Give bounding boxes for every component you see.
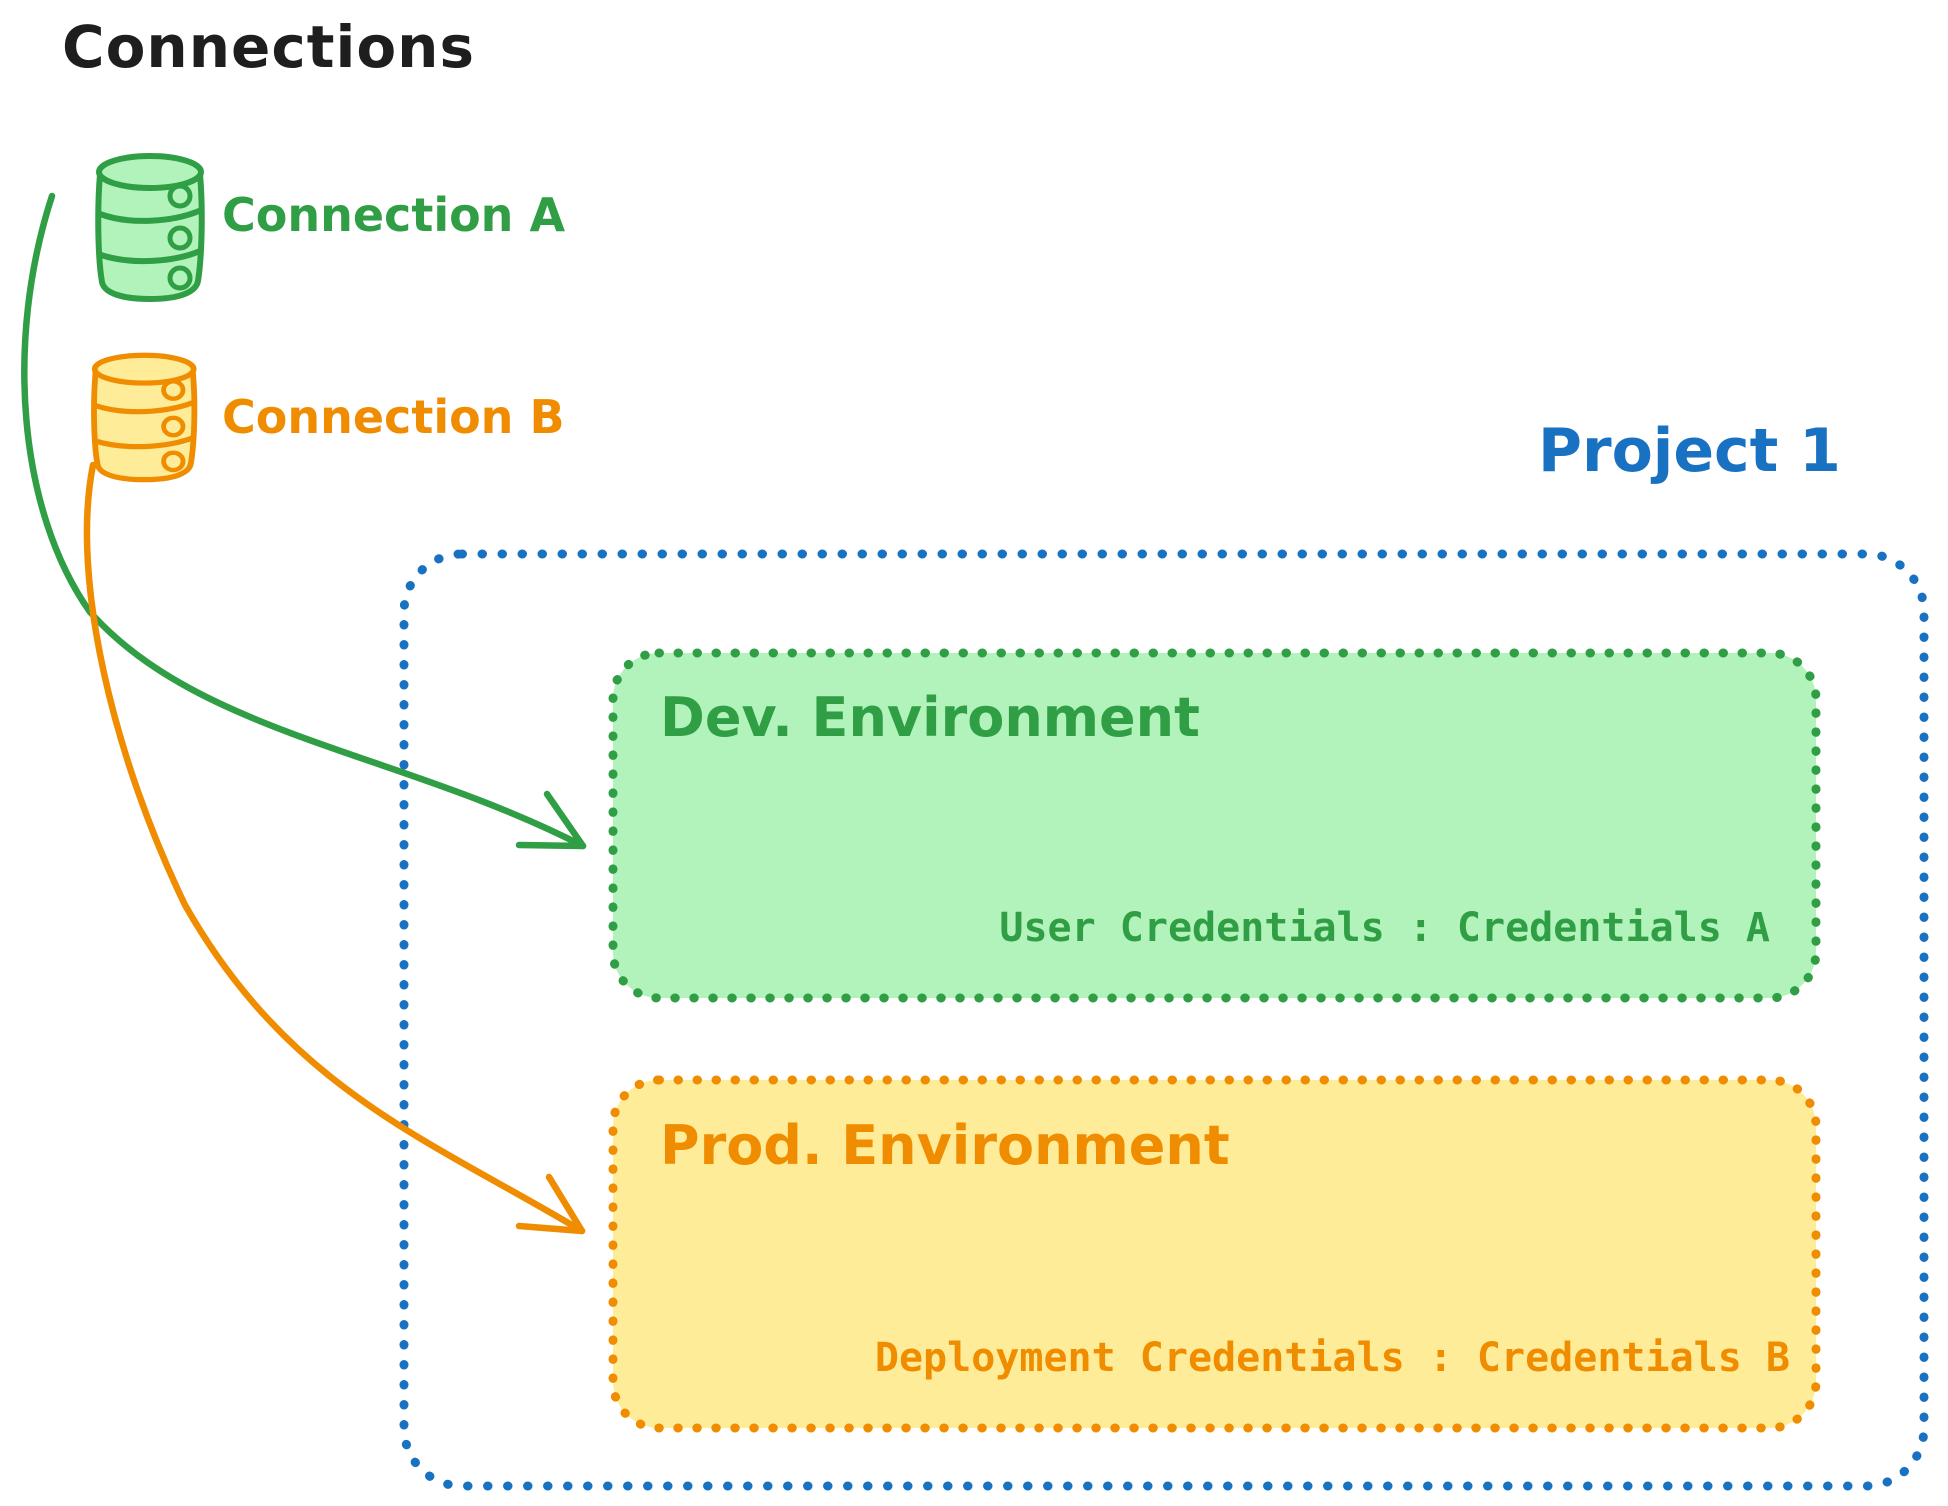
prod-environment-box (608, 1075, 1821, 1433)
page-title: Connections (62, 13, 475, 81)
connection-b-label: Connection B (222, 390, 565, 444)
database-icon (94, 355, 195, 480)
project-title: Project 1 (1538, 416, 1841, 486)
dev-environment-box (608, 648, 1821, 1003)
prod-environment-title: Prod. Environment (660, 1114, 1230, 1177)
arrow-connection-b-to-prod (83, 461, 586, 1235)
prod-environment-credentials: Deployment Credentials : Credentials B (874, 1335, 1790, 1381)
connection-a-label: Connection A (222, 188, 566, 242)
dev-environment-credentials: User Credentials : Credentials A (999, 905, 1770, 951)
database-icon (98, 156, 202, 299)
project-box (399, 549, 1929, 1491)
dev-environment-title: Dev. Environment (660, 686, 1200, 749)
